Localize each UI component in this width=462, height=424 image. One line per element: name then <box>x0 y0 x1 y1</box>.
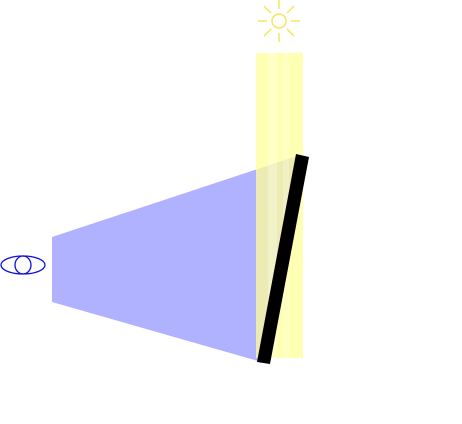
mirror <box>257 154 309 364</box>
sun-icon <box>258 0 300 42</box>
viewing-frustum <box>52 155 300 361</box>
eye-icon <box>0 255 46 275</box>
